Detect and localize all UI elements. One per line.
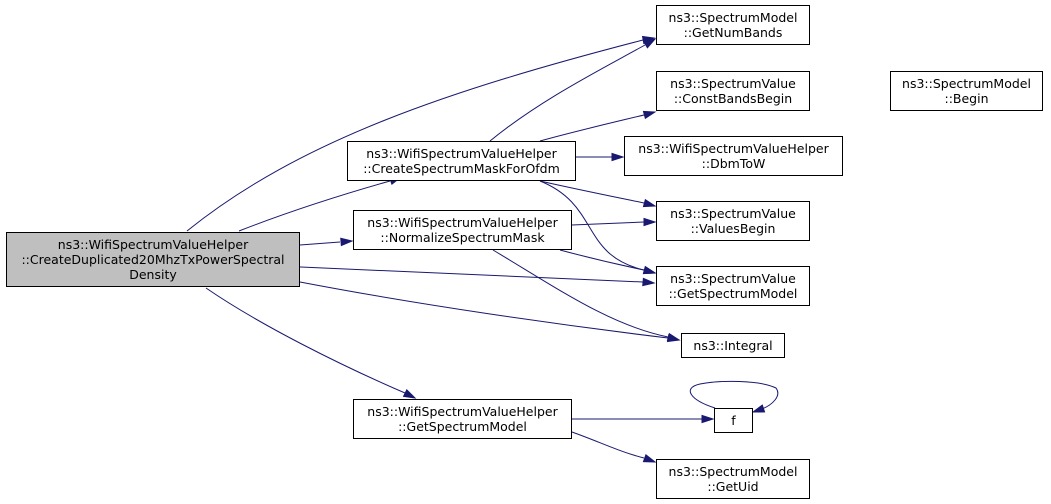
arrowhead-icon (642, 265, 657, 275)
edge-line (186, 39, 644, 232)
node-get-uid[interactable]: ns3::SpectrumModel ::GetUid (656, 459, 810, 499)
edge-create-mask-ofdm-to-const-bands-begin (539, 110, 657, 142)
node-create-duplicated-20mhz-tx-power-spectral-density[interactable]: ns3::WifiSpectrumValueHelper ::CreateDup… (6, 232, 300, 287)
node-label-line: ::GetSpectrumModel (668, 286, 798, 301)
node-label-line: ns3::SpectrumValue (670, 76, 796, 91)
node-label-line: ::Begin (944, 91, 989, 106)
edge-f-to-f (689, 380, 779, 413)
edge-line (299, 281, 669, 339)
arrowhead-icon (402, 389, 417, 399)
node-create-spectrum-mask-for-ofdm[interactable]: ns3::WifiSpectrumValueHelper ::CreateSpe… (347, 141, 576, 181)
edge-create-duplicated-to-integral (299, 281, 681, 343)
arrowhead-icon (701, 414, 715, 424)
edge-line (571, 221, 645, 226)
node-label-line: ns3::WifiSpectrumValueHelper (366, 146, 557, 161)
arrowhead-icon (642, 198, 657, 208)
node-f[interactable]: f (714, 408, 753, 433)
edge-line (489, 44, 646, 142)
node-label-line: ns3::WifiSpectrumValueHelper (57, 237, 249, 252)
node-spectrum-value-get-spectrum-model[interactable]: ns3::SpectrumValue ::GetSpectrumModel (656, 266, 810, 306)
edge-get-spectrum-model-helper-to-get-uid (571, 431, 657, 463)
node-label-line: ns3::WifiSpectrumValueHelper (367, 215, 558, 230)
edge-create-duplicated-to-normalize-mask (299, 237, 354, 247)
edge-line (571, 431, 645, 459)
edge-line (539, 180, 645, 204)
node-integral[interactable]: ns3::Integral (681, 333, 785, 358)
node-label-line: f (731, 413, 736, 428)
node-label-line: ::ValuesBegin (690, 221, 776, 236)
node-label-line: ::GetSpectrumModel (398, 419, 527, 434)
edge-create-mask-ofdm-to-dbm-to-w (576, 152, 625, 162)
node-label-line: ns3::SpectrumValue (670, 271, 796, 286)
node-label-line: ::GetUid (707, 479, 759, 494)
arrowhead-icon (666, 332, 681, 342)
edge-create-duplicated-to-value-get-spectrum-model (299, 266, 656, 287)
node-label-line: Density (129, 267, 177, 282)
edge-line (492, 249, 669, 338)
node-label-line: ns3::SpectrumValue (670, 206, 796, 221)
node-label-line: ns3::SpectrumModel (902, 76, 1031, 91)
edge-normalize-mask-to-value-get-spectrum-model (559, 249, 657, 275)
arrowhead-icon (642, 110, 657, 120)
node-label-line: ::ConstBandsBegin (673, 91, 793, 106)
arrowhead-icon (642, 38, 657, 49)
node-label-line: ::NormalizeSpectrumMask (380, 230, 545, 245)
node-wifi-get-spectrum-model[interactable]: ns3::WifiSpectrumValueHelper ::GetSpectr… (353, 399, 572, 439)
arrowhead-icon (642, 454, 657, 463)
edge-line (689, 380, 779, 410)
edge-line (539, 114, 645, 142)
arrowhead-icon (643, 217, 657, 227)
edge-line (559, 249, 645, 271)
arrowhead-icon (642, 277, 656, 287)
node-label-line: ns3::WifiSpectrumValueHelper (367, 404, 558, 419)
node-normalize-spectrum-mask[interactable]: ns3::WifiSpectrumValueHelper ::Normalize… (353, 210, 572, 250)
edge-normalize-mask-to-integral (492, 249, 681, 342)
edge-get-spectrum-model-helper-to-f (572, 414, 715, 424)
edge-line (539, 180, 645, 271)
node-label-line: ns3::WifiSpectrumValueHelper (638, 141, 829, 156)
node-label-line: ::GetNumBands (683, 25, 783, 40)
arrowhead-icon (611, 152, 625, 162)
node-label-line: ::CreateDuplicated20MhzTxPowerSpectral (21, 252, 285, 267)
arrowhead-icon (751, 404, 766, 413)
edge-create-duplicated-to-get-num-bands (186, 35, 656, 232)
arrowhead-icon (340, 237, 354, 247)
node-dbm-to-w[interactable]: ns3::WifiSpectrumValueHelper ::DbmToW (624, 136, 843, 176)
edge-create-mask-ofdm-to-get-num-bands (489, 38, 657, 142)
edge-normalize-mask-to-values-begin (571, 217, 657, 227)
edge-line (238, 180, 391, 232)
node-label-line: ::CreateSpectrumMaskForOfdm (363, 161, 560, 176)
node-const-bands-begin[interactable]: ns3::SpectrumValue ::ConstBandsBegin (656, 71, 810, 111)
node-label-line: ns3::SpectrumModel (668, 10, 798, 25)
node-label-line: ns3::Integral (693, 338, 773, 353)
node-label-line: ns3::SpectrumModel (668, 464, 798, 479)
node-get-num-bands[interactable]: ns3::SpectrumModel ::GetNumBands (656, 5, 810, 45)
edge-create-mask-ofdm-to-values-begin (539, 180, 657, 208)
edge-line (205, 287, 406, 394)
edge-line (299, 266, 644, 283)
node-values-begin[interactable]: ns3::SpectrumValue ::ValuesBegin (656, 201, 810, 241)
edge-create-duplicated-to-get-spectrum-model-helper (205, 287, 417, 399)
node-spectrum-model-begin[interactable]: ns3::SpectrumModel ::Begin (890, 71, 1043, 111)
edge-line (299, 241, 341, 246)
node-label-line: ::DbmToW (701, 156, 766, 171)
